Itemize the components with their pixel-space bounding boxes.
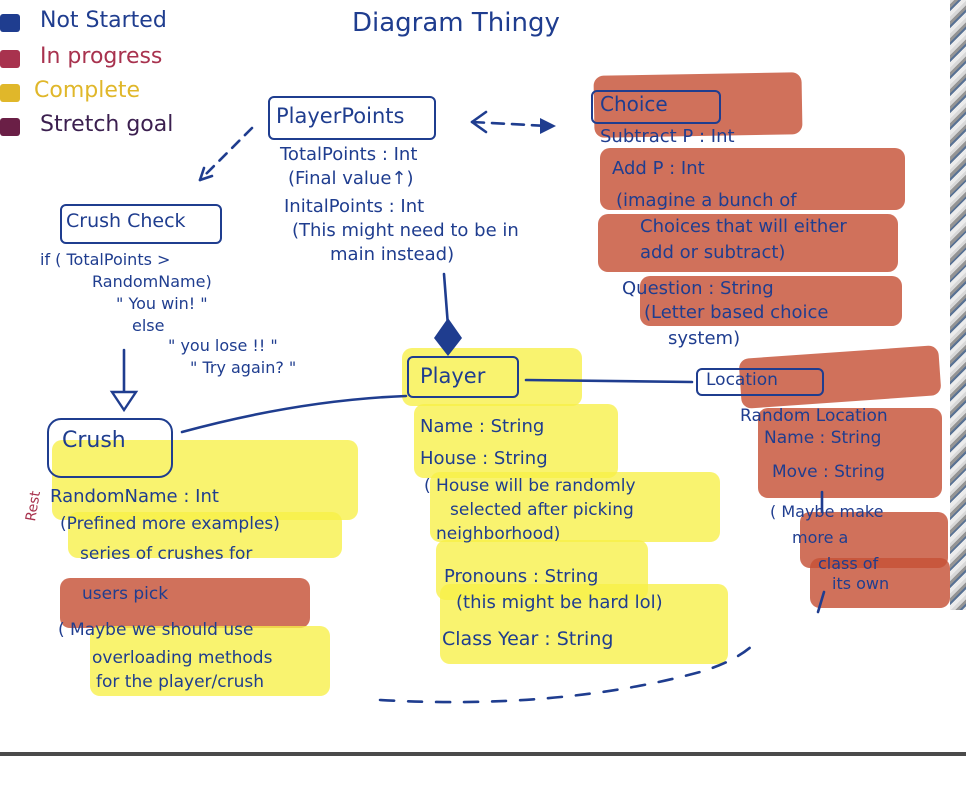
points-choice-dashed-line xyxy=(470,120,550,128)
player-line-4: selected after picking xyxy=(450,500,634,520)
choice-line-2: Add P : Int xyxy=(612,158,705,179)
player-to-location-line xyxy=(524,378,694,384)
player-line-7: (this might be hard lol) xyxy=(456,592,663,613)
crush-to-player-line xyxy=(180,394,408,434)
legend-label-stretch-goal: Stretch goal xyxy=(40,112,174,137)
player-points-title: PlayerPoints xyxy=(276,104,405,128)
bottom-dashed-curve xyxy=(378,638,760,704)
crush-line-4: users pick xyxy=(82,584,169,604)
choice-title: Choice xyxy=(600,92,668,116)
location-box xyxy=(696,368,824,396)
crush-check-line-6: " Try again? " xyxy=(190,358,297,377)
crush-check-box xyxy=(60,204,222,244)
choice-line-6: Question : String xyxy=(622,278,774,299)
crush-title: Crush xyxy=(62,428,126,453)
page-title: Diagram Thingy xyxy=(352,8,560,38)
hollow-arrowhead-crush xyxy=(109,390,139,413)
crush-check-title: Crush Check xyxy=(66,210,186,232)
arrowhead-points xyxy=(470,110,488,134)
diamond-composition-icon xyxy=(434,318,462,356)
location-line-3: Move : String xyxy=(772,462,885,482)
crush-check-line-2: RandomName) xyxy=(92,272,212,291)
crush-line-1: RandomName : Int xyxy=(50,486,219,507)
crush-line-3: series of crushes for xyxy=(80,544,253,564)
crush-check-line-1: if ( TotalPoints > xyxy=(40,250,171,269)
player-line-3: ( House will be randomly xyxy=(424,476,636,496)
crush-check-line-4: else xyxy=(132,316,165,335)
choice-line-5: add or subtract) xyxy=(640,242,786,263)
crush-check-line-5: " you lose !! " xyxy=(168,336,278,355)
crush-line-2: (Prefined more examples) xyxy=(60,514,280,534)
location-highlight-4 xyxy=(810,558,950,608)
player-line-5: neighborhood) xyxy=(436,524,561,544)
player-points-line-2: (Final value↑) xyxy=(288,168,414,189)
player-points-line-4: (This might need to be in xyxy=(292,220,519,241)
legend-label-not-started: Not Started xyxy=(40,8,167,33)
player-line-2: House : String xyxy=(420,448,548,469)
arrowhead-crushcheck xyxy=(198,166,214,182)
legend-swatch-in-progress xyxy=(0,50,20,68)
bottom-divider xyxy=(0,752,966,756)
choice-highlight-2 xyxy=(600,148,905,210)
choice-highlight-4 xyxy=(640,276,902,326)
location-bracket-line xyxy=(816,490,826,614)
crush-box xyxy=(47,418,173,478)
location-line-1: Random Location xyxy=(740,406,888,426)
player-highlight-2 xyxy=(414,404,618,478)
whiteboard-canvas: Diagram Thingy Not Started In progress C… xyxy=(0,0,966,704)
crush-line-6: overloading methods xyxy=(92,648,273,668)
location-line-4: ( Maybe make xyxy=(770,502,884,521)
legend-swatch-complete xyxy=(0,84,20,102)
crush-highlight-1 xyxy=(52,440,358,520)
choice-line-4: Choices that will either xyxy=(640,216,847,237)
player-points-box xyxy=(268,96,436,140)
crush-highlight-red xyxy=(60,578,310,628)
crush-highlight-3 xyxy=(90,626,330,696)
location-line-7: its own xyxy=(832,574,890,593)
choice-line-8: system) xyxy=(668,328,741,349)
choice-highlight-3 xyxy=(598,214,898,272)
player-line-6: Pronouns : String xyxy=(444,566,599,587)
player-highlight-3 xyxy=(430,472,720,542)
location-highlight-2 xyxy=(758,408,942,498)
player-highlight-5 xyxy=(440,584,728,664)
connectors-layer xyxy=(109,110,826,704)
player-box xyxy=(407,356,519,398)
player-line-8: Class Year : String xyxy=(442,628,614,650)
points-to-crushcheck-dashed-arrow xyxy=(198,126,254,182)
choice-line-3: (imagine a bunch of xyxy=(616,190,797,211)
choice-line-1: Subtract P : Int xyxy=(600,126,735,147)
player-points-line-5: main instead) xyxy=(330,244,455,265)
player-points-line-3: InitalPoints : Int xyxy=(284,196,425,217)
player-points-line-1: TotalPoints : Int xyxy=(280,144,418,165)
points-to-player-line xyxy=(442,272,450,328)
crush-line-5: ( Maybe we should use xyxy=(58,620,254,640)
location-line-5: more a xyxy=(792,528,849,547)
choice-box xyxy=(591,90,721,124)
legend-label-in-progress: In progress xyxy=(40,44,163,69)
legend-label-complete: Complete xyxy=(34,78,141,103)
legend-swatch-not-started xyxy=(0,14,20,32)
legend-swatch-stretch-goal xyxy=(0,118,20,136)
crush-highlight-2 xyxy=(68,512,342,558)
right-edge-scribble xyxy=(950,0,966,610)
crush-line-7: for the player/crush xyxy=(96,672,264,692)
player-title: Player xyxy=(420,364,486,388)
player-line-1: Name : String xyxy=(420,416,545,437)
arrowhead-choice xyxy=(540,118,556,134)
crush-check-line-3: " You win! " xyxy=(116,294,208,313)
choice-line-7: (Letter based choice xyxy=(644,302,829,323)
location-title: Location xyxy=(706,370,778,390)
location-line-2: Name : String xyxy=(764,428,882,448)
location-line-6: class of xyxy=(818,554,879,573)
